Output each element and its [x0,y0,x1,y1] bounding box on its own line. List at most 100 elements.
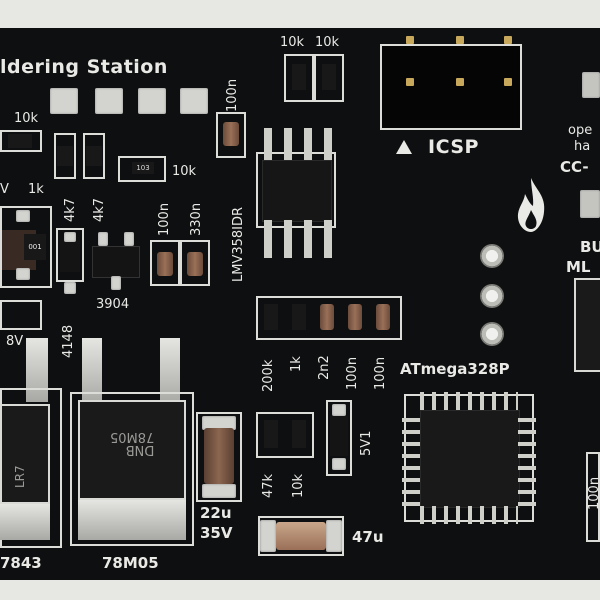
pad [16,210,30,222]
open-hardware-icon [582,72,600,98]
label-47k: 47k [261,473,276,498]
header-pin [456,78,464,86]
chip-pin [324,220,332,258]
header-pin [406,36,414,44]
label-100n: 100n [225,78,240,112]
label-ml: ML [566,258,591,276]
label-4k7: 4k7 [92,197,107,222]
capacitor-22u [204,428,234,484]
label-10k: 10k [14,111,39,126]
pad [202,484,236,498]
label-35v: 35V [200,524,233,542]
resistor [292,64,306,90]
label-47u: 47u [352,528,384,546]
pad [64,282,76,294]
regulator-7843 [0,404,50,504]
connector-pad [50,88,78,114]
pad [98,232,108,246]
pad [326,520,342,552]
component-outline [256,152,336,228]
capacitor [223,122,239,146]
regulator-pin [26,338,48,402]
label-2n2: 2n2 [317,355,332,380]
resistor [57,146,73,166]
connector-pad [180,88,208,114]
component-outline [0,130,42,152]
chip-pin [284,220,292,258]
resistor [292,304,306,330]
component-outline [314,54,344,102]
component-outline [196,412,242,502]
capacitor [376,304,390,330]
component-outline [256,412,314,458]
resistor [292,420,306,448]
capacitor [348,304,362,330]
chip-pin [264,128,272,160]
label-7843: 7843 [0,554,42,572]
label-open: ope [568,123,593,138]
label-10k: 10k [315,35,340,50]
mcu-chip [420,410,520,508]
regulator-78m05 [78,400,186,500]
label-1k: 1k [289,356,304,372]
label-10k: 10k [291,473,306,498]
label-icsp: ICSP [428,136,479,158]
regulator-marking: DNB 78M05 [110,429,155,457]
label-22u: 22u [200,504,232,522]
component-outline [0,300,42,330]
header-pin [406,78,414,86]
chip-pin [324,128,332,160]
resistor [8,134,32,148]
component-outline [56,228,84,282]
chip-pins-left [402,410,420,506]
chip-pins-bottom [420,506,518,524]
capacitor-47u [276,522,326,550]
resistor [264,420,278,448]
label-78m05: 78M05 [102,554,159,572]
transistor-3904 [92,246,140,278]
regulator-pin [160,338,180,404]
resistor [86,146,102,166]
opamp-chip [262,160,332,222]
component-outline [150,240,180,286]
label-1k: 1k [28,182,44,197]
pad [111,276,121,290]
header-pin [456,36,464,44]
gear-logo-icon [580,190,600,218]
capacitor [187,252,203,276]
resistor: 103 [132,162,154,174]
label-v: V [0,182,9,197]
label-5v1: 5V1 [359,430,374,456]
label-10k: 10k [172,164,197,179]
label-100n: 100n [587,476,600,510]
pad [332,458,346,470]
component-outline [326,400,352,476]
resistor [264,304,278,330]
label-lmv358idr: LMV358IDR [231,206,246,282]
chip-pins-top [420,392,518,410]
label-10k: 10k [280,35,305,50]
via-hole [480,284,504,308]
pad [202,416,236,430]
label-4148: 4148 [61,324,76,358]
pad [16,268,30,280]
component-outline [0,206,52,288]
regulator-marking: LR7 [13,465,27,488]
zener-diode [330,416,348,456]
chip-pin [264,220,272,258]
pad [260,520,276,552]
label-ha: ha [574,139,591,154]
label-cc: CC- [560,158,589,176]
label-200k: 200k [261,359,276,392]
label-100n: 100n [373,356,388,390]
chip-pin [304,128,312,160]
chip-pin [284,128,292,160]
label-3904: 3904 [96,297,130,312]
regulator-pin [82,338,102,404]
connector-pad [95,88,123,114]
component-outline [256,296,402,340]
component-outline [118,156,166,182]
via-hole [480,244,504,268]
connector-pad [138,88,166,114]
flame-icon [517,178,545,232]
